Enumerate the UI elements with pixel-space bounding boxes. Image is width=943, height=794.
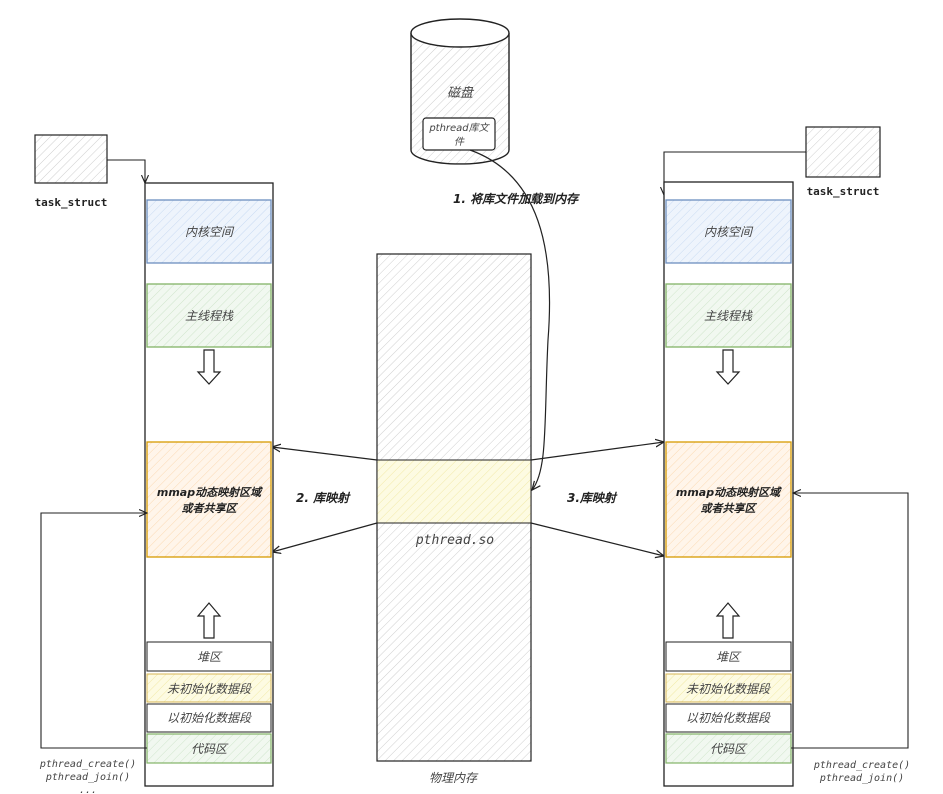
left-bss-label: 未初始化数据段	[167, 682, 252, 696]
right-process: task_struct 内核空间 主线程栈 mmap动态映射区域 或者共享区 堆…	[664, 126, 910, 787]
disk-label: 磁盘	[447, 85, 475, 101]
right-main-stack-label: 主线程栈	[704, 309, 753, 323]
left-mmap-region	[146, 441, 272, 558]
left-call-2: pthread_join()	[45, 772, 130, 783]
right-stack-grow-down-arrow-icon	[715, 349, 741, 385]
right-task-struct-box	[805, 126, 881, 178]
left-main-stack-label: 主线程栈	[185, 309, 234, 323]
pthread-so-label: pthread.so	[415, 533, 494, 548]
left-mmap-label-line1: mmap动态映射区域	[157, 486, 263, 499]
right-main-stack	[665, 283, 792, 348]
left-process: task_struct 内核空间 主线程栈 mmap动态映射区域 或者共享区 堆…	[34, 134, 274, 794]
left-code	[146, 733, 272, 764]
left-main-stack	[146, 283, 272, 348]
left-task-struct-box	[34, 134, 108, 184]
right-heap-label: 堆区	[716, 650, 742, 664]
right-mmap-label-line1: mmap动态映射区域	[676, 486, 782, 499]
pthread-lib-file	[422, 117, 496, 151]
right-code	[665, 733, 792, 764]
left-task-struct-label: task_struct	[35, 196, 108, 209]
map-arrow-left-top	[272, 447, 378, 461]
lib-file-label-line1: pthread库文	[428, 122, 490, 134]
left-call-1: pthread_create()	[39, 759, 136, 770]
left-heap	[146, 641, 272, 672]
left-stack-grow-down-arrow-icon	[196, 349, 222, 385]
left-mmap-label-line2: 或者共享区	[182, 502, 239, 515]
left-task-struct-arrow	[107, 159, 145, 183]
right-bss-label: 未初始化数据段	[686, 682, 771, 696]
left-data	[146, 703, 272, 733]
map-arrow-right-bottom	[530, 522, 664, 556]
right-data	[665, 703, 792, 733]
physical-memory-caption: 物理内存	[429, 771, 479, 785]
left-kernel-label: 内核空间	[185, 225, 235, 239]
right-mmap-region	[665, 441, 792, 558]
lib-file-label-line2: 件	[454, 136, 465, 148]
right-code-label: 代码区	[710, 742, 748, 756]
step-map-right-label: 3.库映射	[567, 491, 618, 505]
right-call-arrow	[791, 493, 909, 749]
right-kernel-label: 内核空间	[704, 225, 754, 239]
right-task-struct-label: task_struct	[807, 185, 880, 198]
left-heap-grow-up-arrow-icon	[196, 602, 222, 639]
right-heap-grow-up-arrow-icon	[715, 602, 741, 639]
right-kernel-space	[665, 199, 792, 264]
left-call-arrow	[40, 513, 147, 749]
map-arrow-right-top	[530, 442, 664, 461]
right-mmap-label-line2: 或者共享区	[701, 502, 758, 515]
left-kernel-space	[146, 199, 272, 264]
left-code-label: 代码区	[191, 742, 229, 756]
right-data-label: 以初始化数据段	[686, 711, 771, 725]
right-task-struct-arrow	[664, 151, 806, 195]
right-heap	[665, 641, 792, 672]
right-call-2: pthread_join()	[819, 773, 904, 784]
physical-memory: pthread.so 物理内存	[376, 253, 532, 785]
step-load-label: 1. 将库文件加载到内存	[453, 192, 580, 206]
right-bss	[665, 673, 792, 703]
right-call-1: pthread_create()	[813, 760, 910, 771]
pthread-so-region	[376, 459, 532, 524]
disk: 磁盘 pthread库文 件	[410, 18, 510, 165]
step-map-left-label: 2. 库映射	[296, 491, 351, 505]
left-heap-label: 堆区	[197, 650, 223, 664]
map-arrow-left-bottom	[272, 522, 378, 552]
left-bss	[146, 673, 272, 703]
left-call-3: ...	[79, 785, 97, 794]
left-data-label: 以初始化数据段	[167, 711, 252, 725]
